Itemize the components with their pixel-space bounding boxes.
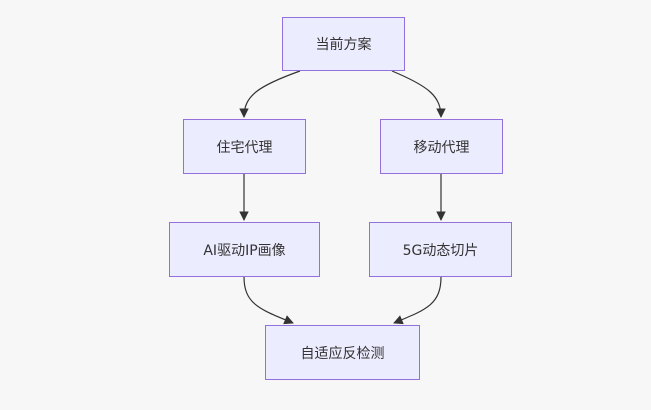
node-adaptive-anti-detection: 自适应反检测	[265, 325, 420, 380]
node-current-plan-label: 当前方案	[315, 37, 372, 53]
node-ai-driven-ip-profile-label: AI驱动IP画像	[203, 242, 286, 259]
node-mobile-proxy: 移动代理	[380, 119, 503, 174]
node-5g-dynamic-slicing-label: 5G动态切片	[402, 242, 479, 259]
node-residential-proxy: 住宅代理	[183, 119, 306, 174]
node-adaptive-anti-detection-label: 自适应反检测	[300, 345, 385, 362]
node-current-plan: 当前方案	[282, 17, 405, 71]
node-residential-proxy-label: 住宅代理	[216, 139, 273, 156]
edge-ai-to-adaptive	[243, 276, 294, 325]
edge-current-to-residential	[239, 70, 301, 118]
node-5g-dynamic-slicing: 5G动态切片	[369, 222, 512, 277]
node-ai-driven-ip-profile: AI驱动IP画像	[169, 222, 320, 277]
edge-current-to-mobile	[391, 70, 446, 118]
node-mobile-proxy-label: 移动代理	[413, 139, 470, 156]
edge-5g-to-adaptive	[393, 276, 442, 325]
